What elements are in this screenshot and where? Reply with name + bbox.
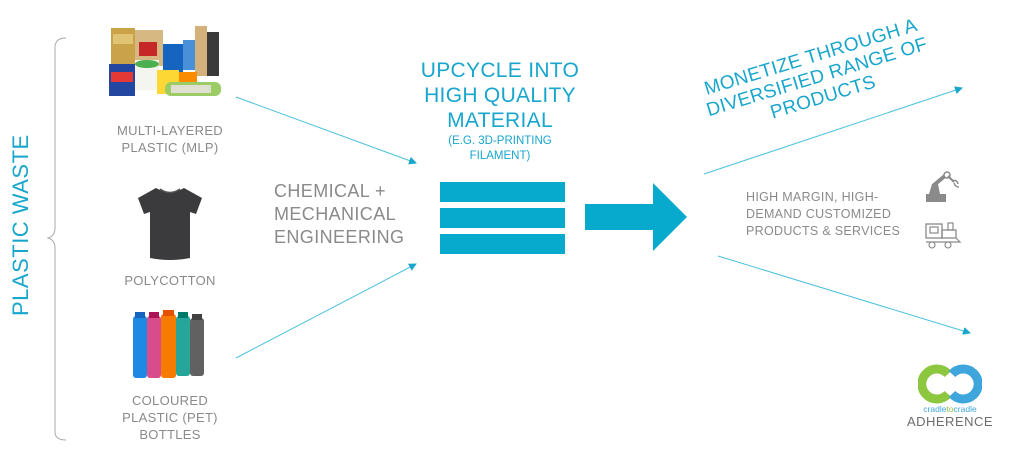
arrow-to-adherence	[717, 255, 971, 335]
arrow-pet-to-process	[235, 263, 417, 359]
robot-arm-icon	[926, 171, 960, 202]
pet-label: COLOURED PLASTIC (PET) BOTTLES	[122, 393, 218, 442]
filament-bar-2	[440, 208, 565, 228]
waste-item-pet: COLOURED PLASTIC (PET) BOTTLES	[80, 310, 260, 443]
cradle-to-cradle-badge: cradletocradle ADHERENCE	[900, 364, 1000, 429]
toy-train-icon	[925, 222, 962, 249]
upcycle-heading: UPCYCLE INTO HIGH QUALITY MATERIAL (E.G.…	[420, 59, 580, 162]
arrow-to-monetize	[703, 86, 963, 175]
plastic-waste-bracket	[46, 37, 67, 441]
plastic-waste-title: PLASTIC WASTE	[8, 134, 33, 316]
mlp-packaging-image	[109, 26, 221, 96]
waste-item-polycotton: POLYCOTTON	[80, 186, 260, 289]
tshirt-image	[138, 188, 202, 260]
cradle-to-cradle-logo-icon	[918, 364, 982, 404]
mlp-label: MULTI-LAYERED PLASTIC (MLP)	[117, 123, 223, 155]
waste-item-mlp: MULTI-LAYERED PLASTIC (MLP)	[80, 20, 260, 156]
filament-bar-1	[440, 182, 565, 202]
big-right-arrow	[585, 183, 687, 251]
pet-bottles-image	[133, 310, 204, 378]
products-label: HIGH MARGIN, HIGH- DEMAND CUSTOMIZED PRO…	[746, 190, 901, 238]
polycotton-label: POLYCOTTON	[124, 273, 216, 288]
arrow-mlp-to-process	[235, 96, 417, 165]
adherence-label: ADHERENCE	[906, 414, 994, 429]
cradle-to-cradle-wordmark: cradletocradle	[923, 404, 977, 414]
process-label: CHEMICAL + MECHANICAL ENGINEERING	[274, 181, 405, 247]
filament-bar-3	[440, 234, 565, 254]
